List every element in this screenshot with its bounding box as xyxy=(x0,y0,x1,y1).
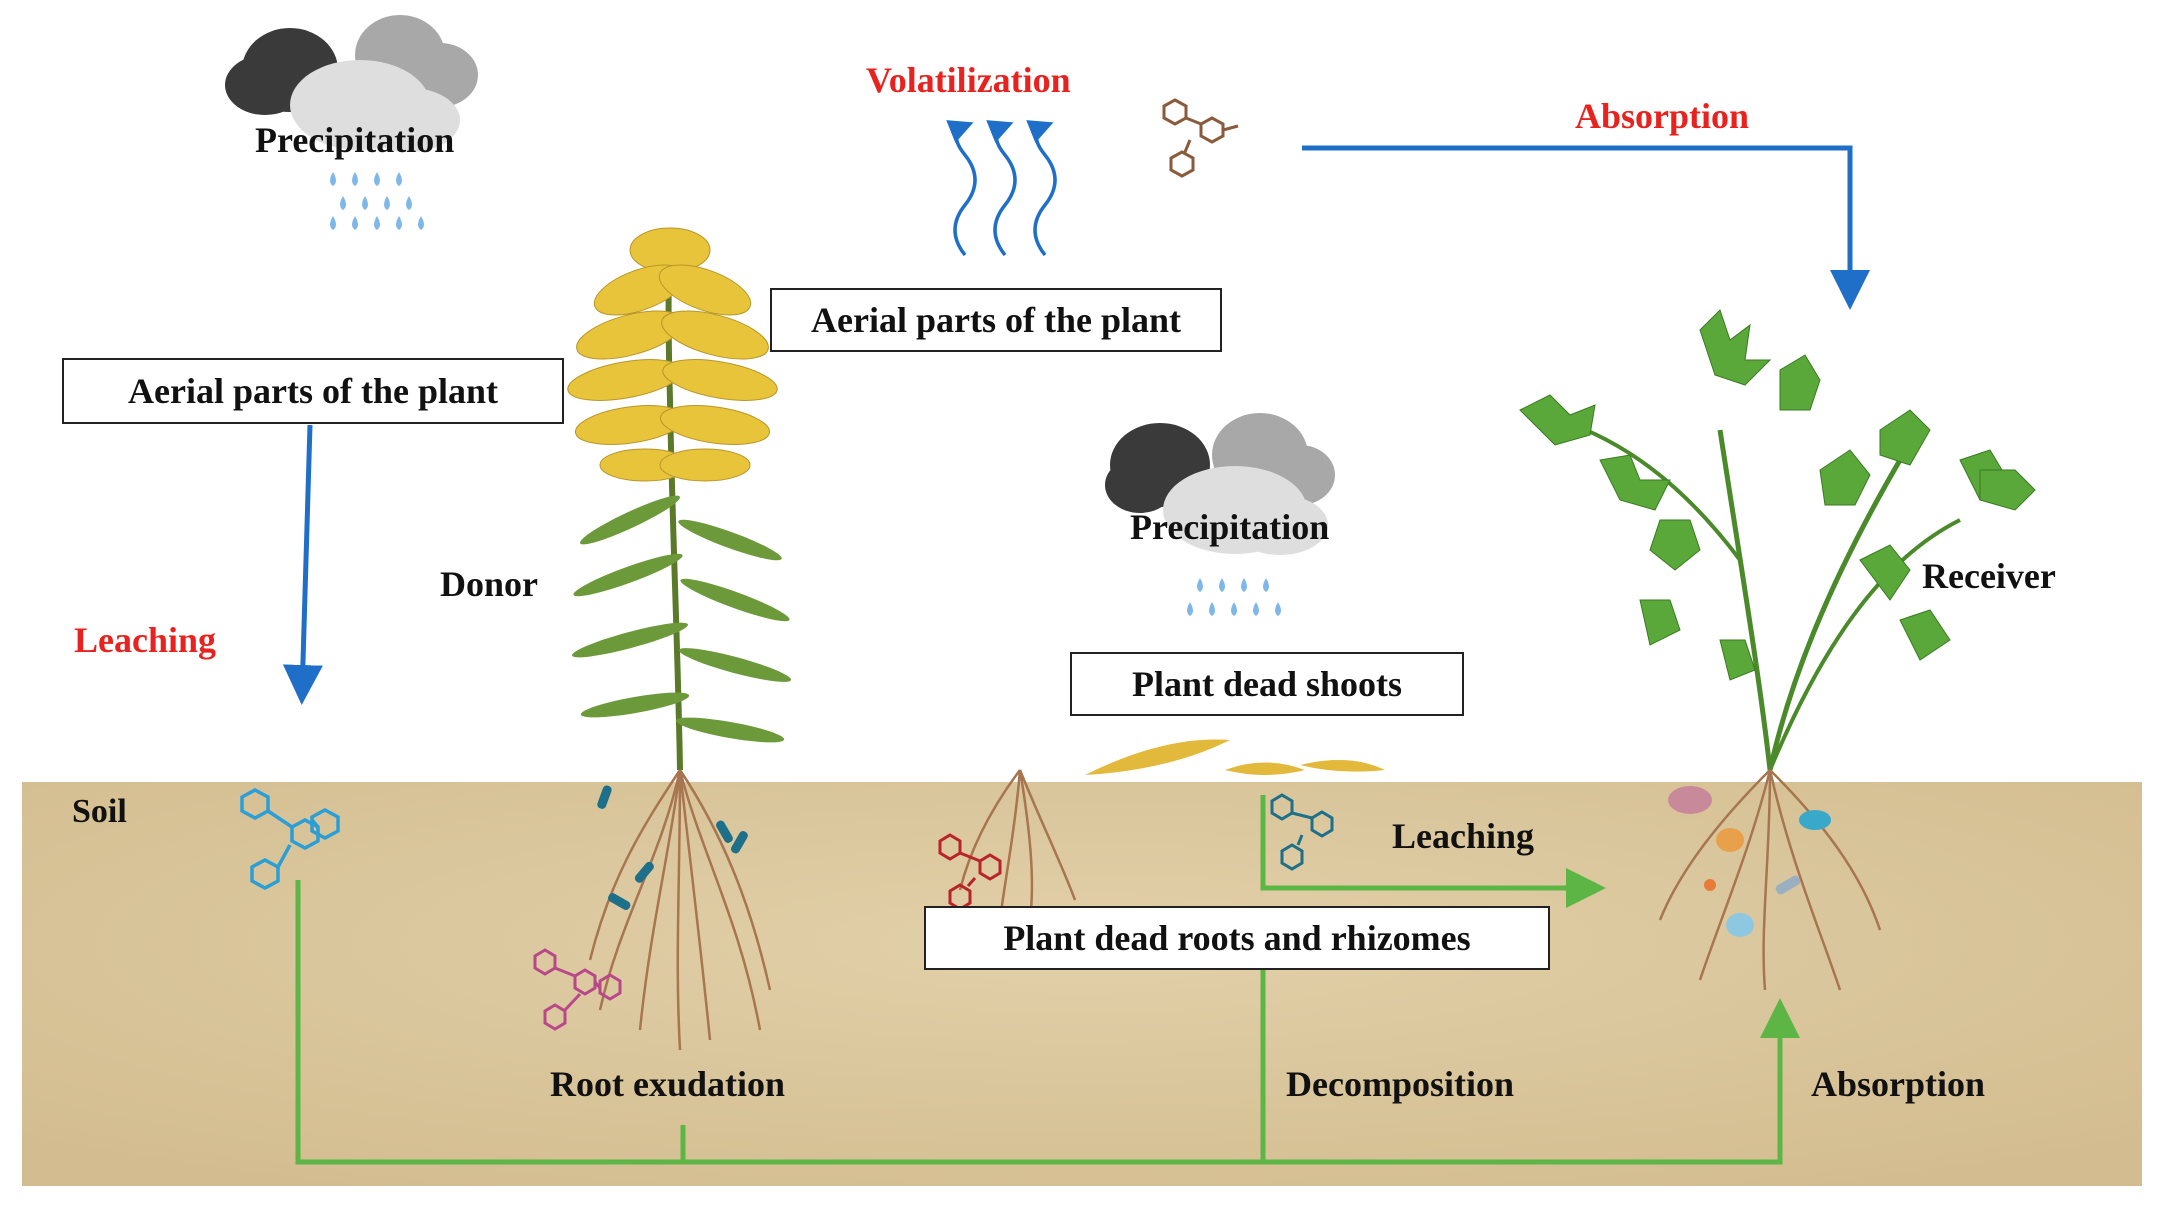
dead-shoots-box: Plant dead shoots xyxy=(1070,652,1464,716)
leaching-label-soil: Leaching xyxy=(1392,816,1535,856)
dead-roots xyxy=(958,769,1077,921)
absorption-arrow-top xyxy=(1302,145,1870,310)
raindrop-icon xyxy=(330,172,424,230)
volatilization-label: Volatilization xyxy=(866,60,1071,100)
molecule-icon xyxy=(240,788,340,890)
aerial-parts-box-left: Aerial parts of the plant xyxy=(62,358,564,424)
dead-shoots xyxy=(1085,739,1385,775)
leaching-label-left: Leaching xyxy=(74,620,217,660)
cloud-icon xyxy=(1105,413,1335,555)
wavy-arrow-icon xyxy=(946,120,1057,257)
receiver-label: Receiver xyxy=(1922,556,2056,596)
absorption-label-top: Absorption xyxy=(1575,96,1750,136)
precipitation-label-top: Precipitation xyxy=(255,120,455,160)
absorption-label-bottom: Absorption xyxy=(1811,1064,1986,1104)
molecule-icon xyxy=(533,948,622,1031)
flow-line-bottom xyxy=(295,880,1800,1165)
leaching-arrow-left xyxy=(282,424,323,705)
precipitation-label-mid: Precipitation xyxy=(1130,507,1330,547)
aerial-parts-box-center: Aerial parts of the plant xyxy=(770,288,1222,352)
molecule-icon xyxy=(1162,98,1239,178)
raindrop-icon xyxy=(1187,578,1281,616)
dead-roots-box: Plant dead roots and rhizomes xyxy=(924,906,1550,970)
root-exudation-label: Root exudation xyxy=(550,1064,786,1104)
donor-label: Donor xyxy=(440,564,538,604)
soil-label: Soil xyxy=(72,793,127,830)
decomposition-label: Decomposition xyxy=(1286,1064,1514,1104)
molecule-icon xyxy=(938,833,1002,911)
receiver-plant xyxy=(1519,309,2036,991)
cloud-icon xyxy=(225,15,478,152)
donor-plant xyxy=(567,227,792,1051)
leaching-arrow-soil xyxy=(1260,795,1606,908)
soil-layer xyxy=(22,782,2142,1186)
molecule-icon xyxy=(1270,793,1334,871)
